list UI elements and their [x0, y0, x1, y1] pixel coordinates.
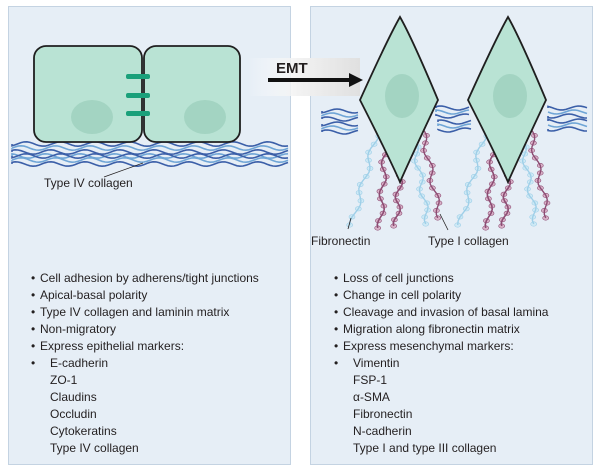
mesenchymal-marker: Fibronectin — [353, 407, 413, 421]
epithelial-marker: E-cadherin — [50, 356, 109, 370]
adherens-junction — [126, 93, 150, 98]
collagen-iv-fragment — [547, 109, 588, 115]
collagen-iv-fragment — [437, 123, 472, 129]
fibronectin-label: Fibronectin — [311, 234, 371, 248]
collagen-iv-fragment — [321, 129, 359, 135]
fibronectin-strand — [349, 127, 380, 226]
nucleus-left — [71, 100, 113, 134]
collagen-iv-fragment — [547, 122, 588, 128]
nucleus-mesenchymal-right — [493, 74, 527, 118]
collagen-iv-fragment — [547, 126, 588, 132]
epithelial-cells — [33, 45, 241, 143]
epithelial-properties: Cell adhesion by adherens/tight junction… — [31, 270, 259, 457]
mesenchymal-marker: FSP-1 — [353, 373, 388, 387]
mesenchymal-cells — [359, 15, 547, 185]
mesenchymal-property: Express mesenchymal markers: — [334, 338, 548, 355]
fibronectin-strand — [521, 139, 537, 225]
collagen-iv-fragment — [321, 125, 359, 131]
type-i-collagen-strand — [529, 127, 548, 219]
epithelial-property: Cell adhesion by adherens/tight junction… — [31, 270, 259, 287]
collagen-iv-strand — [11, 152, 289, 160]
collagen-iv-fragment — [547, 113, 588, 119]
collagen-iv-strand — [11, 148, 289, 156]
mesenchymal-property: Loss of cell junctions — [334, 270, 548, 287]
collagen-iv-leader — [103, 162, 144, 178]
collagen-iv-fragment — [435, 109, 470, 115]
collagen-iv-strand — [11, 160, 289, 168]
fibronectin-strand — [457, 127, 488, 226]
epithelial-property: Apical-basal polarity — [31, 287, 259, 304]
epithelial-property: Express epithelial markers: — [31, 338, 259, 355]
epithelial-property: Type IV collagen and laminin matrix — [31, 304, 259, 321]
emt-label: EMT — [276, 60, 308, 77]
type-i-collagen-strand — [376, 139, 390, 229]
epithelial-marker: Type IV collagen — [50, 441, 139, 455]
collagen-iv-fragment — [437, 119, 472, 125]
collagen-iv-strand — [11, 152, 289, 160]
mesenchymal-marker: Type I and type III collagen — [353, 441, 497, 455]
collagen-iv-fragment — [321, 116, 359, 122]
fibronectin-leader — [347, 217, 352, 230]
epithelial-marker: Cytokeratins — [50, 424, 117, 438]
collagen-iv-fragment — [435, 105, 470, 111]
epithelial-property: Non-migratory — [31, 321, 259, 338]
epithelial-marker: Occludin — [50, 407, 97, 421]
mesenchymal-property: Migration along fibronectin matrix — [334, 321, 548, 338]
nucleus-mesenchymal-left — [385, 74, 419, 118]
type-i-collagen-strand — [484, 139, 498, 229]
collagen-iv-strand — [11, 156, 289, 164]
mesenchymal-marker: N-cadherin — [353, 424, 412, 438]
mesenchymal-property: Change in cell polarity — [334, 287, 548, 304]
junction — [126, 111, 150, 116]
epithelial-marker: ZO-1 — [50, 373, 78, 387]
type-i-collagen-label: Type I collagen — [428, 234, 509, 248]
collagen-iv-fragment — [321, 121, 359, 127]
collagen-iv-fragment — [547, 118, 588, 124]
epithelial-marker-group: E-cadherin ZO-1 Claudins Occludin Cytoke… — [31, 355, 259, 457]
collagen-iv-fragment — [435, 113, 470, 119]
type-iv-collagen-fragments — [321, 105, 588, 135]
epithelial-marker: Claudins — [50, 390, 97, 404]
collagen-iv-fragment — [321, 108, 359, 114]
type-iv-collagen-matrix — [11, 140, 289, 168]
collagen-iv-strand — [11, 144, 289, 152]
mesenchymal-properties: Loss of cell junctions Change in cell po… — [334, 270, 548, 457]
fibronectin-strand — [413, 139, 429, 225]
collagen-iv-fragment — [547, 105, 588, 111]
emt-arrow — [248, 58, 363, 96]
collagen-i-leader — [439, 213, 449, 231]
mesenchymal-marker-group: Vimentin FSP-1 α-SMA Fibronectin N-cadhe… — [334, 355, 548, 457]
mesenchymal-property: Cleavage and invasion of basal lamina — [334, 304, 548, 321]
tight-junction — [126, 74, 150, 79]
mesenchymal-marker: α-SMA — [353, 390, 390, 404]
mesenchymal-marker: Vimentin — [353, 356, 400, 370]
type-i-collagen-strand — [421, 127, 440, 219]
nucleus-right — [184, 100, 226, 134]
collagen-iv-fragment — [437, 127, 472, 133]
collagen-iv-fragment — [321, 112, 359, 118]
type-iv-collagen-label: Type IV collagen — [44, 176, 133, 190]
